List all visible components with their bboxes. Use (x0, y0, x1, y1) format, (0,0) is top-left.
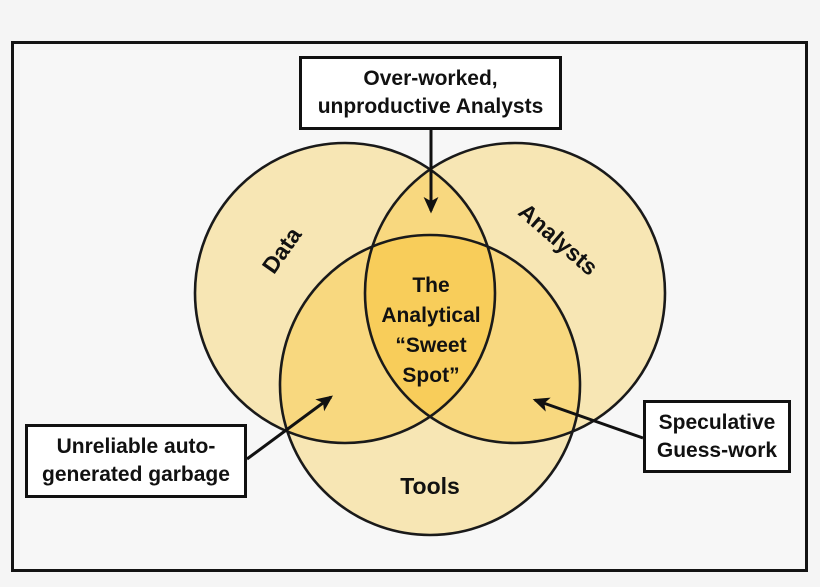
sweet-spot-line3: “Sweet (395, 334, 467, 357)
callout-unreliable-garbage: Unreliable auto- generated garbage (25, 424, 247, 498)
callout-overworked-analysts: Over-worked, unproductive Analysts (299, 56, 562, 130)
sweet-spot-line1: The (412, 274, 450, 297)
sweet-spot-line2: Analytical (381, 304, 481, 327)
arrow-garbage-to-data-tools (246, 395, 333, 461)
callout-overworked-line1: Over-worked, (363, 67, 498, 90)
callout-guesswork-line2: Guess-work (656, 438, 778, 462)
callout-guesswork-line1: Speculative (658, 410, 776, 434)
sweet-spot-label: The Analytical “Sweet Spot” (351, 271, 511, 391)
sweet-spot-line4: Spot” (402, 364, 460, 387)
region-sweet-spot (365, 235, 495, 443)
circle-data-outline (193, 141, 497, 445)
tools-set-label: Tools (400, 473, 460, 499)
arrow-guesswork-to-analysts-tools (532, 397, 644, 440)
callout-speculative-guesswork: Speculative Guess-work (643, 400, 791, 473)
callout-overworked-line2: unproductive Analysts (317, 95, 544, 118)
circle-tools-outline (278, 233, 582, 537)
circle-analysts-outline (363, 141, 667, 445)
callout-garbage-line1: Unreliable auto- (56, 435, 216, 458)
callout-garbage-line2: generated garbage (42, 463, 230, 486)
